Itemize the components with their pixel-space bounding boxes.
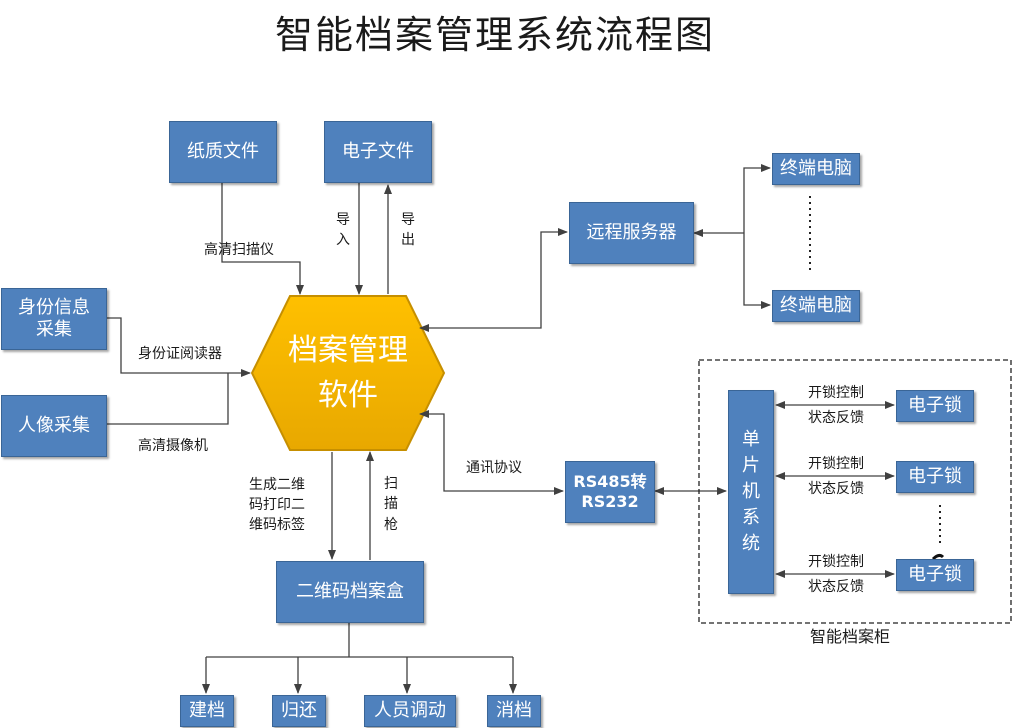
label-protocol: 通讯协议 bbox=[466, 460, 522, 476]
edge-to-terminal-1 bbox=[743, 164, 771, 233]
lock-mark bbox=[931, 553, 945, 561]
node-terminal-1-label: 终端电脑 bbox=[780, 157, 852, 179]
node-lock-2-label: 电子锁 bbox=[908, 465, 962, 487]
label-qr-generate-line2: 码打印二 bbox=[249, 497, 305, 513]
node-portrait-collection-label: 人像采集 bbox=[18, 414, 90, 436]
node-action-transfer: 人员调动 bbox=[364, 695, 456, 727]
label-lock-feedback-3: 状态反馈 bbox=[808, 579, 864, 595]
edge-core-server bbox=[419, 228, 568, 332]
node-mcu-system: 单片机系统 bbox=[728, 390, 774, 594]
node-lock-2: 电子锁 bbox=[896, 461, 974, 493]
node-action-return: 归还 bbox=[272, 695, 326, 727]
node-converter-line1: RS485转 bbox=[573, 472, 647, 491]
node-action-cancel-label: 消档 bbox=[496, 699, 532, 721]
node-portrait-collection: 人像采集 bbox=[1, 395, 107, 457]
label-lock-feedback-2: 状态反馈 bbox=[808, 481, 864, 497]
label-qr-generate-line3: 维码标签 bbox=[249, 517, 305, 533]
node-qr-box: 二维码档案盒 bbox=[276, 561, 424, 623]
node-lock-1: 电子锁 bbox=[896, 390, 974, 422]
node-paper-files: 纸质文件 bbox=[169, 121, 277, 183]
node-mcu-system-label: 单片机系统 bbox=[742, 428, 760, 555]
label-export: 导出 bbox=[401, 212, 415, 249]
node-lock-3: 电子锁 bbox=[896, 559, 974, 591]
edge-paper-to-core bbox=[221, 183, 304, 295]
edge-qr-to-actions bbox=[206, 623, 513, 658]
edge-id-to-core bbox=[106, 317, 251, 377]
node-converter-line2: RS232 bbox=[581, 492, 639, 511]
node-id-collection: 身份信息采集 bbox=[1, 288, 107, 350]
label-cabinet-group: 智能档案柜 bbox=[810, 627, 891, 646]
node-remote-server: 远程服务器 bbox=[569, 202, 694, 264]
label-scan-gun: 扫描枪 bbox=[384, 476, 398, 533]
label-qr-generate-line1: 生成二维 bbox=[249, 477, 305, 493]
core-hexagon bbox=[250, 295, 446, 451]
node-electronic-files-label: 电子文件 bbox=[342, 140, 414, 162]
label-lock-control-1: 开锁控制 bbox=[808, 385, 864, 401]
label-lock-control-2: 开锁控制 bbox=[808, 456, 864, 472]
label-lock-feedback-1: 状态反馈 bbox=[808, 410, 864, 426]
node-action-transfer-label: 人员调动 bbox=[374, 699, 446, 721]
node-lock-1-label: 电子锁 bbox=[908, 394, 962, 416]
node-electronic-files: 电子文件 bbox=[324, 121, 432, 183]
node-lock-3-label: 电子锁 bbox=[908, 563, 962, 585]
node-action-create: 建档 bbox=[180, 695, 234, 727]
cabinet-boundary bbox=[698, 359, 1012, 624]
node-terminal-2: 终端电脑 bbox=[772, 290, 860, 322]
node-action-return-label: 归还 bbox=[281, 699, 317, 721]
edge-core-converter bbox=[419, 410, 564, 495]
node-qr-box-label: 二维码档案盒 bbox=[296, 580, 404, 602]
label-import: 导入 bbox=[336, 212, 350, 249]
node-converter: RS485转 RS232 bbox=[565, 461, 655, 523]
core-software-label: 档案管理软件 bbox=[252, 296, 444, 450]
page-title: 智能档案管理系统流程图 bbox=[274, 13, 715, 57]
node-terminal-2-label: 终端电脑 bbox=[780, 294, 852, 316]
edge-to-terminal-2 bbox=[743, 233, 771, 309]
edge-portrait-to-core bbox=[106, 373, 229, 425]
node-action-cancel: 消档 bbox=[487, 695, 541, 727]
core-software-text: 档案管理软件 bbox=[288, 333, 408, 413]
node-remote-server-label: 远程服务器 bbox=[586, 221, 677, 243]
label-scanner: 高清扫描仪 bbox=[204, 242, 274, 258]
label-lock-control-3: 开锁控制 bbox=[808, 554, 864, 570]
node-id-collection-label: 身份信息采集 bbox=[18, 296, 90, 341]
label-camera: 高清摄像机 bbox=[138, 438, 208, 454]
node-terminal-1: 终端电脑 bbox=[772, 153, 860, 185]
node-paper-files-label: 纸质文件 bbox=[187, 140, 259, 162]
node-action-create-label: 建档 bbox=[189, 699, 225, 721]
label-id-reader: 身份证阅读器 bbox=[138, 346, 222, 362]
